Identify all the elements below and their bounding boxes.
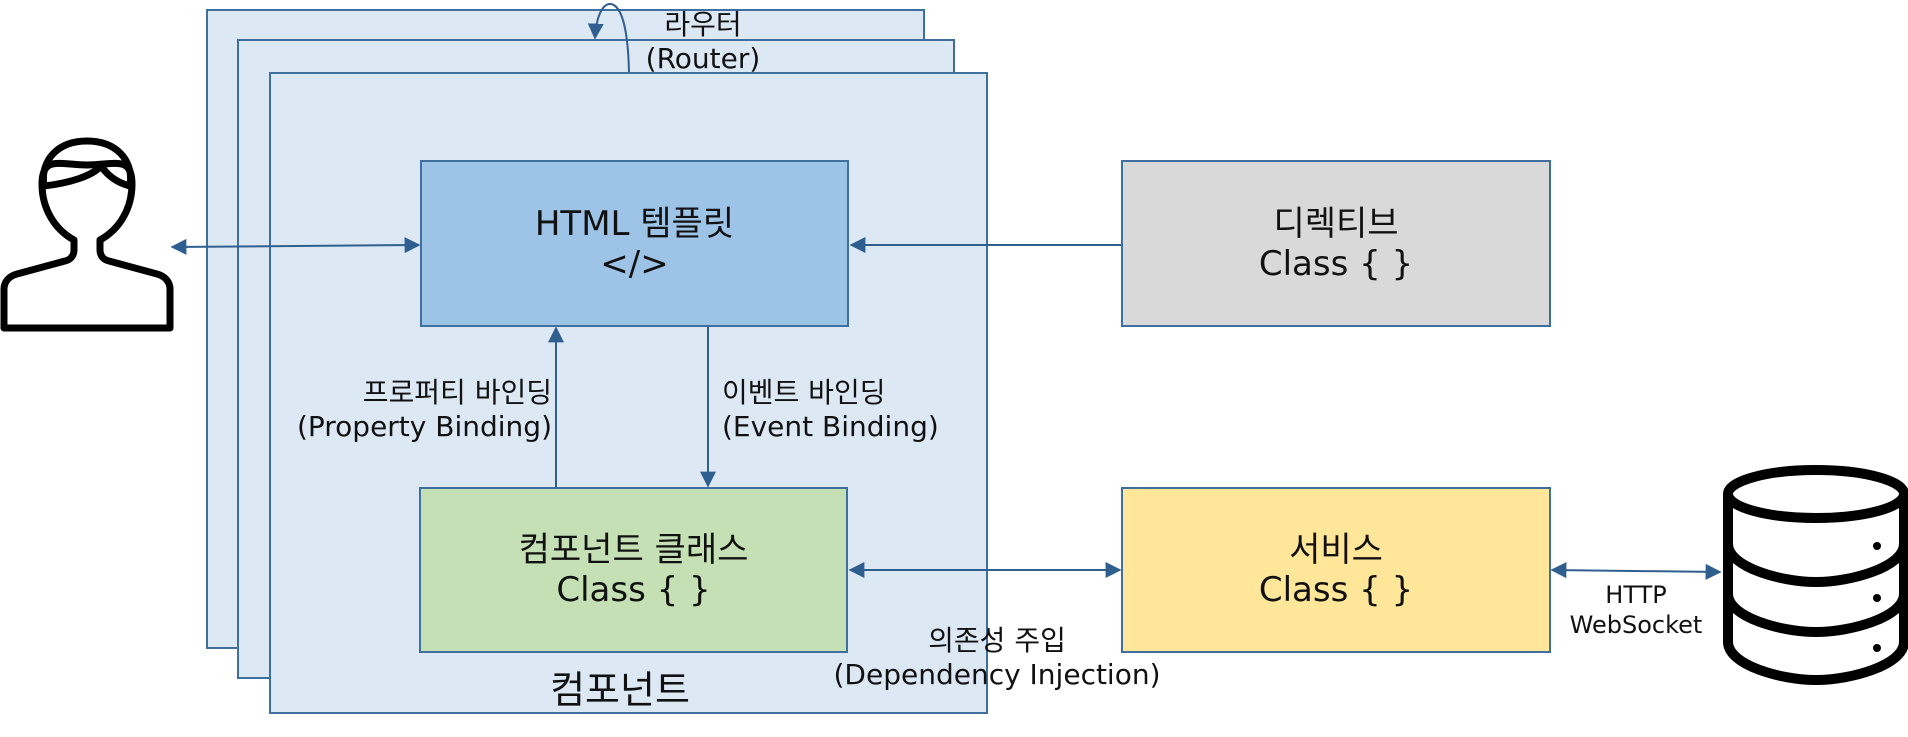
service-database-arrow	[1550, 562, 1722, 580]
property-binding-label: 프로퍼티 바인딩 (Property Binding)	[270, 376, 552, 444]
directive-box: 디렉티브 Class { }	[1121, 160, 1551, 327]
directive-title: 디렉티브	[1273, 203, 1399, 244]
property-binding-english: (Property Binding)	[296, 410, 552, 443]
service-box: 서비스 Class { }	[1121, 487, 1551, 653]
component-class-label: Class { }	[556, 570, 711, 610]
database-icon	[1723, 465, 1908, 686]
service-title: 서비스	[1289, 530, 1383, 570]
router-loop-arrow	[587, 3, 630, 73]
protocol-label: HTTP WebSocket	[1556, 580, 1716, 640]
event-binding-korean: 이벤트 바인딩	[722, 376, 886, 409]
directive-class-label: Class { }	[1258, 243, 1414, 284]
dependency-injection-korean: 의존성 주입	[928, 624, 1066, 657]
protocol-http: HTTP	[1605, 581, 1667, 609]
dependency-injection-english: (Dependency Injection)	[833, 658, 1161, 691]
component-class-box: 컴포넌트 클래스 Class { }	[419, 487, 848, 653]
router-label-korean: 라우터	[664, 8, 742, 41]
property-binding-korean: 프로퍼티 바인딩	[362, 376, 552, 409]
service-class-label: Class { }	[1258, 570, 1414, 610]
event-binding-label: 이벤트 바인딩 (Event Binding)	[722, 376, 972, 444]
dependency-injection-label: 의존성 주입 (Dependency Injection)	[812, 624, 1182, 692]
event-binding-english: (Event Binding)	[722, 410, 939, 443]
router-label-english: (Router)	[645, 42, 761, 75]
component-class-title: 컴포넌트 클래스	[518, 530, 749, 570]
component-caption: 컴포넌트	[550, 668, 690, 712]
html-template-title: HTML 템플릿	[534, 203, 735, 244]
html-template-box: HTML 템플릿 </>	[420, 160, 849, 327]
html-template-symbol: </>	[600, 243, 669, 284]
protocol-websocket: WebSocket	[1569, 611, 1703, 639]
router-label: 라우터 (Router)	[638, 8, 768, 76]
user-template-arrow	[170, 237, 421, 255]
user-icon	[0, 137, 174, 332]
